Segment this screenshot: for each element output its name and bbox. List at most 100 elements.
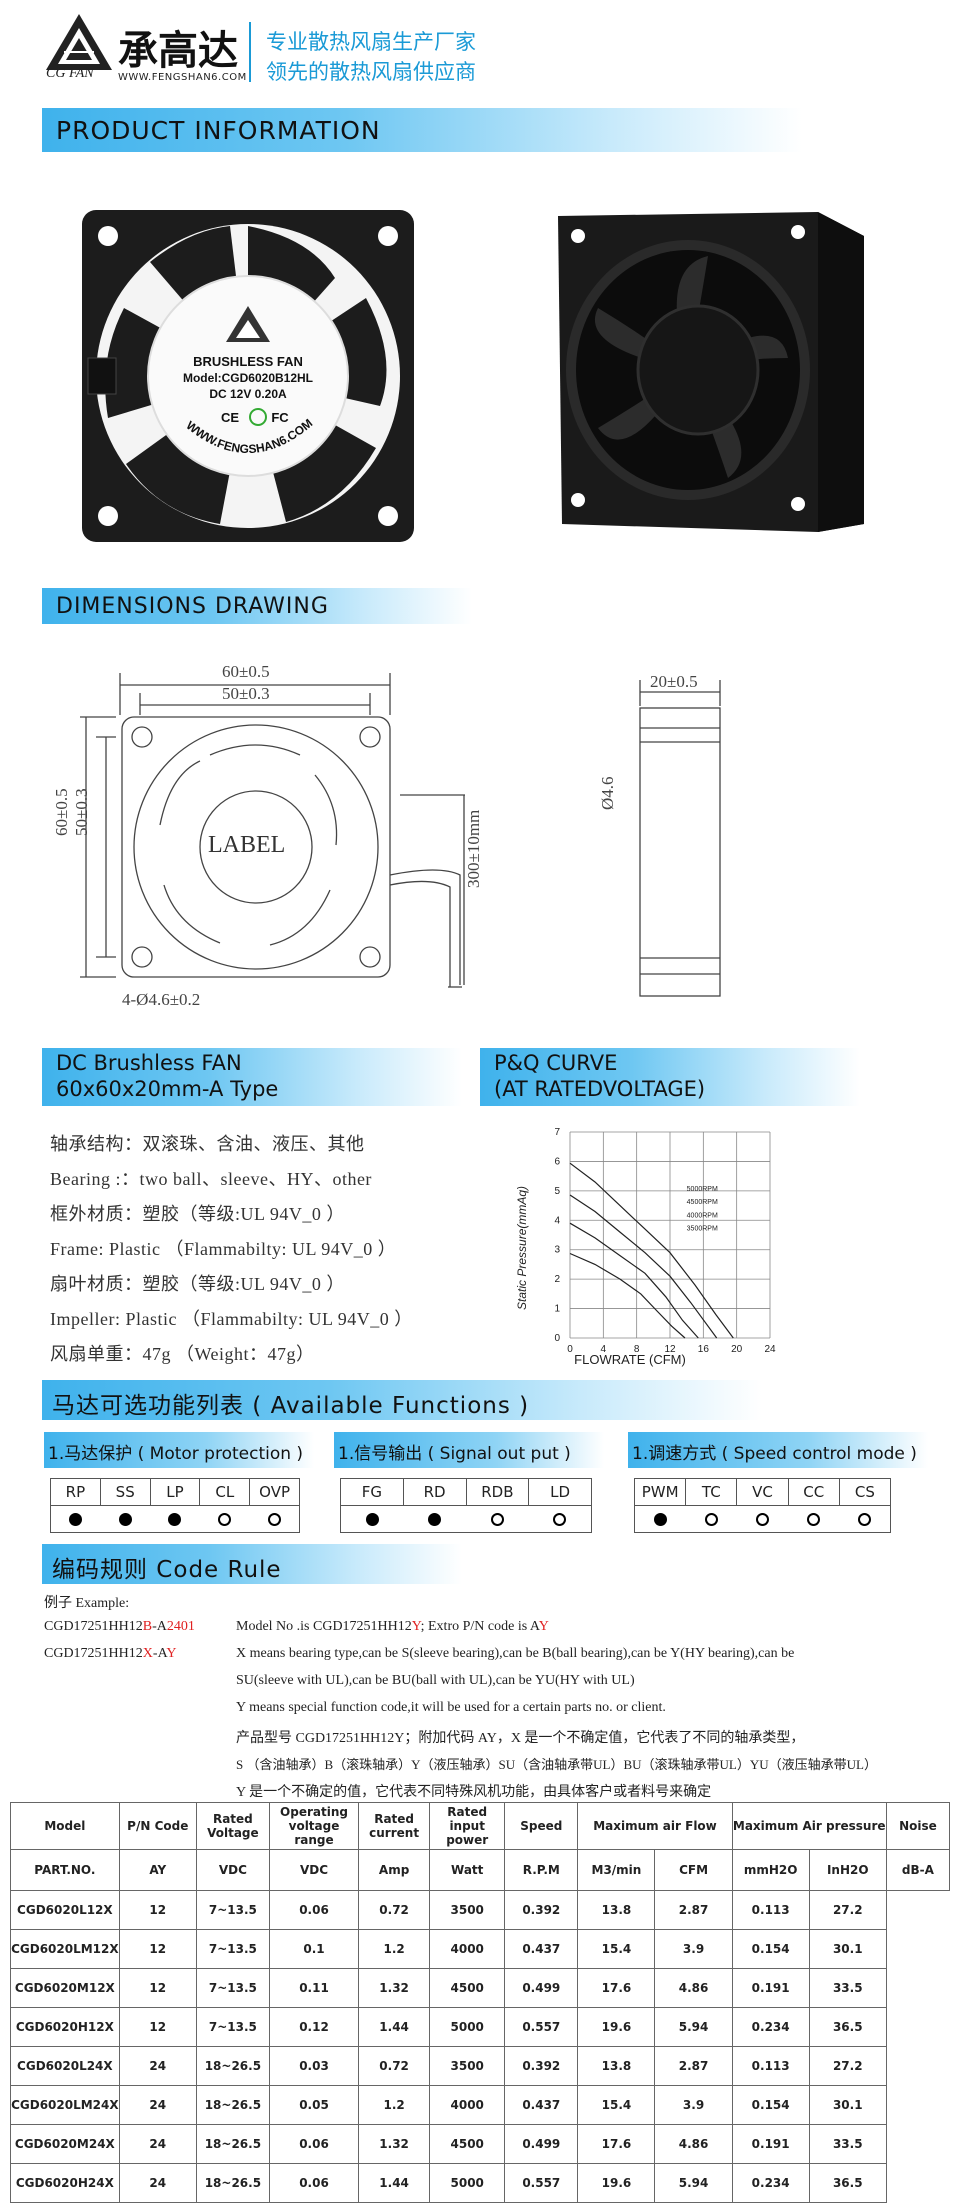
function-group-title: 1.信号输出 ( Signal out put ) <box>338 1444 571 1464</box>
product-info-title: PRODUCT INFORMATION <box>56 116 381 145</box>
function-code: PWM <box>635 1479 687 1506</box>
table-unit-row: PART.NO. AY VDC VDC Amp Watt R.P.M M3/mi… <box>10 1849 951 1891</box>
filled-dot-icon <box>69 1513 83 1526</box>
functions-banner: 马达可选功能列表 ( Available Functions ) <box>42 1380 762 1420</box>
dim-lead-length: 300±10mm <box>464 809 483 888</box>
dc-fan-title-1: DC Brushless FAN <box>56 1051 242 1075</box>
function-code: VC <box>737 1479 789 1506</box>
th-rated-current: Rated current <box>358 1802 431 1850</box>
table-cell: 18~26.5 <box>195 2163 270 2203</box>
table-cell: 18~26.5 <box>195 2124 270 2164</box>
table-cell: 0.234 <box>731 2163 810 2203</box>
table-cell: 33.5 <box>808 1968 887 2008</box>
brand-name: 承高达 <box>118 28 238 74</box>
unit-cell: InH2O <box>808 1849 887 1891</box>
table-cell: 3.9 <box>654 1929 733 1969</box>
function-dot-cell <box>101 1506 151 1532</box>
code-example-label: 例子 Example: <box>44 1596 130 1611</box>
part-number-cell: CGD6020H12X <box>10 2007 120 2047</box>
function-group-header: 1.信号输出 ( Signal out put ) <box>334 1432 604 1468</box>
function-code: LD <box>529 1479 591 1506</box>
code-example-2: CGD17251HH12X-AY <box>44 1646 177 1662</box>
dimensions-banner: DIMENSIONS DRAWING <box>42 588 472 624</box>
pq-title-2: (AT RATEDVOLTAGE) <box>494 1077 706 1101</box>
code-part: -A <box>152 1619 167 1634</box>
x-tick-label: 12 <box>664 1344 676 1355</box>
product-info-banner: PRODUCT INFORMATION <box>42 108 802 152</box>
svg-text:CE: CE <box>221 410 239 425</box>
x-tick-label: 4 <box>601 1344 607 1355</box>
table-cell: 5.94 <box>654 2163 733 2203</box>
table-cell: 0.12 <box>268 2007 360 2047</box>
table-cell: 2.87 <box>654 2046 733 2086</box>
y-tick-label: 4 <box>554 1215 560 1226</box>
table-cell: 15.4 <box>577 2085 656 2125</box>
table-cell: 4.86 <box>654 1968 733 2008</box>
table-cell: 19.6 <box>577 2163 656 2203</box>
unit-cell: mmH2O <box>731 1849 810 1891</box>
table-cell: 18~26.5 <box>195 2046 270 2086</box>
code-example-1: CGD17251HH12B-A2401 <box>44 1619 195 1635</box>
function-code: SS <box>100 1479 151 1506</box>
brand-sub: CG FAN <box>46 66 94 81</box>
unit-cell: M3/min <box>577 1849 656 1891</box>
svg-text:DC 12V 0.20A: DC 12V 0.20A <box>209 387 287 401</box>
spec-table: Model P/N Code Rated Voltage Operating v… <box>10 1802 951 2203</box>
x-tick-label: 8 <box>634 1344 640 1355</box>
th-model: Model <box>10 1802 120 1850</box>
table-cell: 24 <box>118 2163 197 2203</box>
table-cell: 4500 <box>429 1968 506 2008</box>
filled-dot-icon <box>654 1513 667 1526</box>
y-tick-label: 0 <box>554 1333 560 1344</box>
function-dot-cell <box>249 1506 299 1532</box>
table-cell: 24 <box>118 2085 197 2125</box>
table-cell: 27.2 <box>808 1890 887 1930</box>
slogan-line-2: 领先的散热风扇供应商 <box>266 60 476 84</box>
unit-cell: dB-A <box>885 1849 951 1891</box>
model-text: Model No .is CGD17251HH12Y; Extro P/N co… <box>236 1619 549 1635</box>
function-dot-cell <box>635 1506 686 1532</box>
function-code: TC <box>686 1479 738 1506</box>
part-number-cell: CGD6020L12X <box>10 1890 120 1930</box>
dimension-side-drawing <box>639 680 721 997</box>
th-part-no: PART.NO. <box>10 1849 120 1891</box>
table-cell: 1.44 <box>358 2163 431 2203</box>
open-dot-icon <box>756 1513 769 1526</box>
function-code: OVP <box>250 1479 299 1506</box>
unit-cell: CFM <box>654 1849 733 1891</box>
table-cell: 0.72 <box>358 1890 431 1930</box>
functions-title: 马达可选功能列表 ( Available Functions ) <box>52 1393 530 1419</box>
th-pn-code: P/N Code <box>118 1802 197 1850</box>
code-part-highlight: 2401 <box>166 1619 195 1634</box>
th-max-pressure: Maximum Air pressure <box>731 1802 887 1850</box>
table-cell: 0.72 <box>358 2046 431 2086</box>
table-cell: 0.1 <box>268 1929 360 1969</box>
code-rule-banner: 编码规则 Code Rule <box>42 1544 462 1584</box>
function-dot-cell <box>839 1506 890 1532</box>
open-dot-icon <box>267 1513 281 1526</box>
table-cell: 30.1 <box>808 2085 887 2125</box>
table-cell: 0.154 <box>731 2085 810 2125</box>
table-cell: 0.392 <box>504 1890 579 1930</box>
pq-series-line <box>569 1222 699 1339</box>
table-cell: 0.191 <box>731 1968 810 2008</box>
code-rule-line: SU(sleeve with UL),can be BU(ball with U… <box>236 1673 635 1688</box>
table-cell: 36.5 <box>808 2163 887 2203</box>
code-part: -A <box>152 1646 167 1661</box>
table-cell: 0.392 <box>504 2046 579 2086</box>
svg-text:BRUSHLESS FAN: BRUSHLESS FAN <box>193 354 303 369</box>
spec-line: 风扇单重：47g （Weight：47g） <box>50 1344 315 1364</box>
pq-series-line <box>569 1194 718 1339</box>
table-cell: 13.8 <box>577 2046 656 2086</box>
filled-dot-icon <box>428 1513 442 1526</box>
function-dot-cell <box>529 1506 592 1532</box>
dc-fan-title-2: 60x60x20mm-A Type <box>56 1077 279 1101</box>
code-part-highlight: Y <box>166 1646 177 1661</box>
table-cell: 2.87 <box>654 1890 733 1930</box>
pq-title-1: P&Q CURVE <box>494 1051 618 1075</box>
